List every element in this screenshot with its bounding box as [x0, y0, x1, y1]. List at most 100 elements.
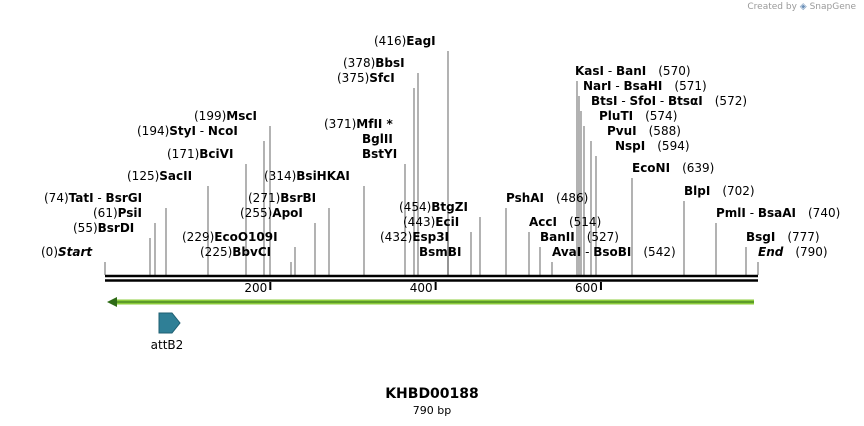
name-separator: - [196, 124, 208, 138]
ruler-tick-label: 400 [410, 281, 433, 295]
enzyme-name-stacked[interactable]: BglII [362, 132, 393, 146]
sequence-length: 790 bp [412, 404, 452, 417]
cut-site-label[interactable]: BsgI(777) [746, 230, 820, 244]
cut-site-label[interactable]: KasI - BanI(570) [575, 64, 691, 78]
cut-site-label[interactable]: PvuI(588) [607, 124, 681, 138]
cut-site-label[interactable]: (443)EciI [403, 215, 459, 229]
cut-site-label[interactable]: AvaI - BsoBI(542) [552, 245, 676, 259]
cut-site-label[interactable]: (454)BtgZI [399, 200, 468, 214]
enzyme-name: BbvCI [232, 245, 271, 259]
enzyme-name-stacked[interactable]: BsmBI [419, 245, 461, 259]
enzyme-name: BsiHKAI [296, 169, 350, 183]
cut-site-label[interactable]: (375)SfcI [337, 71, 395, 85]
primer-arrow [107, 297, 754, 307]
enzyme-name: BanI [616, 64, 646, 78]
cut-site-position: (171) [167, 147, 199, 161]
cut-site-position: (594) [657, 139, 689, 153]
enzyme-name: AccI [529, 215, 557, 229]
ruler-tick-label: 200 [244, 281, 267, 295]
enzyme-name: BsrGI [106, 191, 143, 205]
cut-site-position: (74) [44, 191, 69, 205]
enzyme-name: PshAI [506, 191, 544, 205]
cut-site-label[interactable]: (255)ApoI [240, 206, 303, 220]
cut-site-position: (225) [200, 245, 232, 259]
enzyme-name: NspI [615, 139, 645, 153]
cut-site-label[interactable]: End(790) [758, 245, 828, 259]
cut-site-label[interactable]: (432)Esp3I [380, 230, 449, 244]
enzyme-name-stacked[interactable]: BstYI [362, 147, 397, 161]
cut-site-label[interactable]: (271)BsrBI [248, 191, 316, 205]
cut-site-label[interactable]: PmlI - BsaAI(740) [716, 206, 840, 220]
cut-site-label[interactable]: (74)TatI - BsrGI [44, 191, 142, 205]
enzyme-name: BtgZI [431, 200, 468, 214]
enzyme-name: SacII [159, 169, 192, 183]
cut-site-label[interactable]: (199)MscI [194, 109, 257, 123]
cut-site-position: (571) [674, 79, 706, 93]
cut-site-position: (588) [649, 124, 681, 138]
cut-site-position: (229) [182, 230, 214, 244]
cut-site-position: (194) [137, 124, 169, 138]
cut-site-label[interactable]: (314)BsiHKAI [264, 169, 350, 183]
cut-site-position: (199) [194, 109, 226, 123]
credit-text: Created by [747, 2, 797, 12]
cut-site-position: (271) [248, 191, 280, 205]
cut-site-label[interactable]: (416)EagI [374, 34, 436, 48]
cut-site-label[interactable]: (125)SacII [127, 169, 192, 183]
cut-site-label[interactable]: NarI - BsaHI(571) [583, 79, 707, 93]
cut-site-label[interactable]: PshAI(486) [506, 191, 588, 205]
cut-site-position: (371) [324, 117, 356, 131]
cut-site-label[interactable]: (225)BbvCI [200, 245, 271, 259]
cut-site-position: (790) [795, 245, 827, 259]
enzyme-name: MscI [226, 109, 257, 123]
cut-site-label[interactable]: (55)BsrDI [73, 221, 134, 235]
cut-site-position: (639) [682, 161, 714, 175]
cut-site-label[interactable]: (371)MfII * [324, 117, 394, 131]
enzyme-name: SfcI [369, 71, 394, 85]
enzyme-name: EcoNI [632, 161, 670, 175]
enzyme-name: Esp3I [412, 230, 449, 244]
enzyme-name: BsoBI [593, 245, 631, 259]
cut-site-label[interactable]: (171)BciVI [167, 147, 233, 161]
enzyme-name: BciVI [199, 147, 233, 161]
cut-site-position: (454) [399, 200, 431, 214]
enzyme-name: Start [58, 245, 93, 259]
cut-site-label[interactable]: (229)EcoO109I [182, 230, 278, 244]
cut-site-label[interactable]: (61)PsiI [93, 206, 142, 220]
cut-site-position: (125) [127, 169, 159, 183]
cut-site-label[interactable]: BanII(527) [540, 230, 619, 244]
name-separator: - [618, 94, 630, 108]
enzyme-name: BsaHI [624, 79, 663, 93]
cut-site-label[interactable]: NspI (594) [615, 139, 690, 153]
cut-site-position: (574) [645, 109, 677, 123]
enzyme-name: NcoI [208, 124, 238, 138]
cut-site-leaders [104, 51, 759, 275]
enzyme-name: ApoI [272, 206, 303, 220]
cut-site-label[interactable]: (378)BbsI [343, 56, 405, 70]
enzyme-name: BbsI [375, 56, 404, 70]
name-separator: - [94, 191, 106, 205]
attb2-feature-label: attB2 [151, 338, 184, 352]
cut-site-label[interactable]: PluTI(574) [599, 109, 677, 123]
cut-site-position: (314) [264, 169, 296, 183]
snapgene-credit: Created by ◈ SnapGene [747, 2, 856, 12]
sequence-map: (0)Start (55)BsrDI(61)PsiI(74)TatI - BsrG… [41, 34, 840, 352]
attb2-feature-arrow[interactable] [158, 312, 181, 334]
enzyme-name: EagI [406, 34, 435, 48]
name-separator: - [581, 245, 593, 259]
enzyme-name: StyI [169, 124, 196, 138]
name-separator: - [604, 64, 616, 78]
enzyme-name: BsrBI [280, 191, 316, 205]
cut-site-label[interactable]: BlpI(702) [684, 184, 755, 198]
cut-site-label[interactable]: BtsI - SfoI - BtsαI(572) [591, 94, 747, 108]
name-separator: - [746, 206, 758, 220]
cut-site-position: (572) [715, 94, 747, 108]
cut-site-position: (570) [658, 64, 690, 78]
cut-site-position: (375) [337, 71, 369, 85]
name-separator: - [656, 94, 668, 108]
cut-site-label[interactable]: (0)Start [41, 245, 93, 259]
cut-site-label[interactable]: AccI(514) [529, 215, 601, 229]
cut-site-label[interactable]: (194)StyI - NcoI [137, 124, 238, 138]
cut-site-label[interactable]: EcoNI (639) [632, 161, 714, 175]
map-title: KHBD00188 [385, 386, 479, 402]
